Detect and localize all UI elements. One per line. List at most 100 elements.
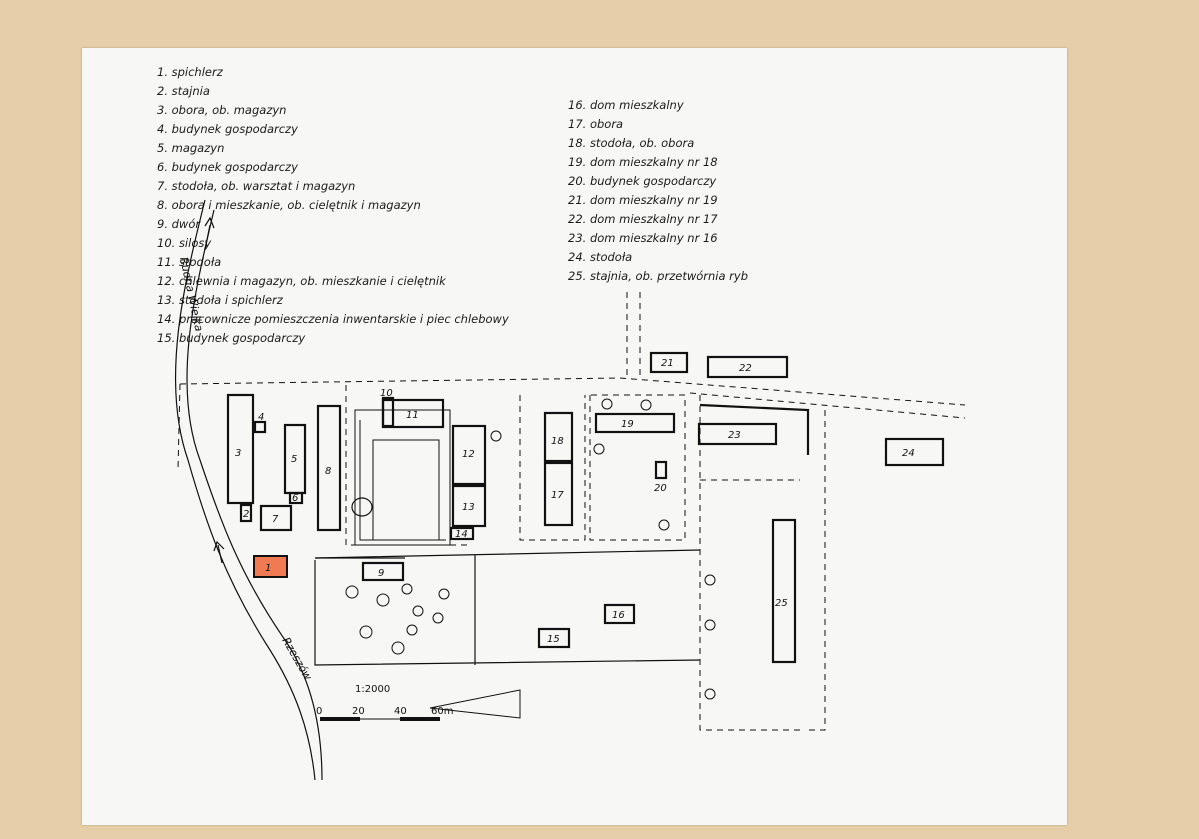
- legend-item: 13. stodoła i spichlerz: [157, 293, 283, 307]
- legend-left: 1. spichlerz 2. stajnia 3. obora, ob. maga…: [157, 63, 509, 348]
- legend-item: 24. stodoła: [568, 250, 633, 264]
- boundary-east-lane: [626, 292, 641, 378]
- building-19: [594, 412, 676, 434]
- label-building-5: 5: [291, 454, 297, 465]
- legend-item: 1. spichlerz: [157, 65, 223, 79]
- legend-item: 2. stajnia: [157, 84, 210, 98]
- tree: [490, 430, 502, 442]
- legend-item: 11. stodoła: [157, 255, 222, 269]
- boundary-north: [179, 377, 966, 406]
- label-building-11: 11: [406, 410, 419, 421]
- courtyard-outer: [354, 409, 451, 546]
- building-14: [449, 526, 475, 541]
- legend-item: 23. dom mieszkalny nr 16: [568, 231, 718, 245]
- map-sheet: [82, 48, 1067, 825]
- building-6: [288, 491, 304, 505]
- tree: [704, 688, 716, 700]
- tree: [359, 625, 373, 639]
- tree: [432, 612, 444, 624]
- road-edge-left: [174, 199, 316, 781]
- building-7: [259, 504, 293, 532]
- tree: [601, 398, 613, 410]
- tree: [593, 443, 605, 455]
- scale-tick-40: 40: [394, 706, 407, 717]
- building-21: [649, 351, 689, 374]
- legend-item: 9. dwór: [157, 217, 201, 231]
- legend-item: 7. stodoła, ob. warsztat i magazyn: [157, 179, 356, 193]
- fence-south: [314, 549, 701, 666]
- legend-item: 3. obora, ob. magazyn: [157, 103, 287, 117]
- building-16: [603, 603, 636, 625]
- courtyard-inner: [372, 439, 440, 541]
- legend-item: 21. dom mieszkalny nr 19: [568, 193, 718, 207]
- building-2: [239, 503, 253, 523]
- legend-item: 16. dom mieszkalny: [568, 98, 684, 112]
- building-10: [381, 396, 395, 428]
- legend-item: 15. budynek gospodarczy: [157, 331, 306, 345]
- building-25: [771, 518, 797, 664]
- legend-item: 8. obora i mieszkanie, ob. cielętnik i m…: [157, 198, 421, 212]
- road-arrow-north: [204, 216, 215, 251]
- tree: [401, 583, 413, 595]
- legend-item: 12. chlewnia i magazyn, ob. mieszkanie i…: [157, 274, 446, 288]
- label-building-12: 12: [462, 449, 475, 460]
- tree: [704, 574, 716, 586]
- label-building-3: 3: [235, 448, 241, 459]
- boundary-lane-d: [805, 410, 826, 731]
- building-8: [316, 404, 342, 532]
- building-23: [697, 422, 778, 446]
- legend-item: 14. pracownicze pomieszczenia inwentarsk…: [157, 312, 509, 326]
- label-building-7: 7: [272, 514, 279, 525]
- boundary-garden: [345, 385, 470, 546]
- label-building-6: 6: [292, 493, 298, 504]
- scale-tick-60: 60m: [431, 706, 453, 717]
- building-9: [361, 561, 405, 582]
- label-building-19: 19: [621, 419, 634, 430]
- legend-item: 22. dom mieszkalny nr 17: [568, 212, 718, 226]
- boundary-lane-a: [519, 395, 586, 541]
- tree: [658, 519, 670, 531]
- building-20: [654, 460, 668, 480]
- boundary-north-2: [689, 392, 966, 419]
- label-building-14: 14: [455, 529, 468, 540]
- label-building-22: 22: [739, 363, 752, 374]
- legend-item: 25. stajnia, ob. przetwórnia ryb: [568, 269, 749, 283]
- tree: [704, 619, 716, 631]
- building-12: [451, 424, 487, 486]
- building-1: [253, 555, 288, 578]
- scale-tick-20: 20: [352, 706, 365, 717]
- legend-item: 18. stodoła, ob. obora: [568, 136, 695, 150]
- label-building-25: 25: [775, 598, 788, 609]
- label-building-24: 24: [902, 448, 915, 459]
- building-18: [543, 411, 574, 463]
- scale-tick-0: 0: [316, 706, 322, 717]
- label-building-1: 1: [265, 563, 271, 574]
- legend-item: 19. dom mieszkalny nr 18: [568, 155, 718, 169]
- building-17: [543, 461, 574, 527]
- building-13: [451, 484, 487, 528]
- tree: [412, 605, 424, 617]
- label-building-8: 8: [325, 466, 331, 477]
- building-3: [226, 393, 255, 505]
- courtyard-path: [359, 420, 446, 541]
- north-arrow: [429, 689, 521, 719]
- building-24: [884, 437, 945, 467]
- label-building-2: 2: [243, 509, 249, 520]
- boundary-lane-c: [699, 395, 800, 731]
- label-building-13: 13: [462, 502, 475, 513]
- building-11: [381, 398, 445, 429]
- label-building-9: 9: [378, 568, 384, 579]
- boundary-lane-b: [589, 394, 686, 541]
- label-building-15: 15: [547, 634, 560, 645]
- boundary-west: [177, 383, 181, 471]
- tree: [345, 585, 359, 599]
- label-building-18: 18: [551, 436, 564, 447]
- building-22-wall: [699, 403, 810, 455]
- legend-item: 5. magazyn: [157, 141, 225, 155]
- tree: [640, 399, 652, 411]
- tree: [438, 588, 450, 600]
- label-building-21: 21: [661, 358, 674, 369]
- building-4: [253, 420, 267, 434]
- legend-item: 20. budynek gospodarczy: [568, 174, 717, 188]
- label-building-20: 20: [654, 483, 667, 494]
